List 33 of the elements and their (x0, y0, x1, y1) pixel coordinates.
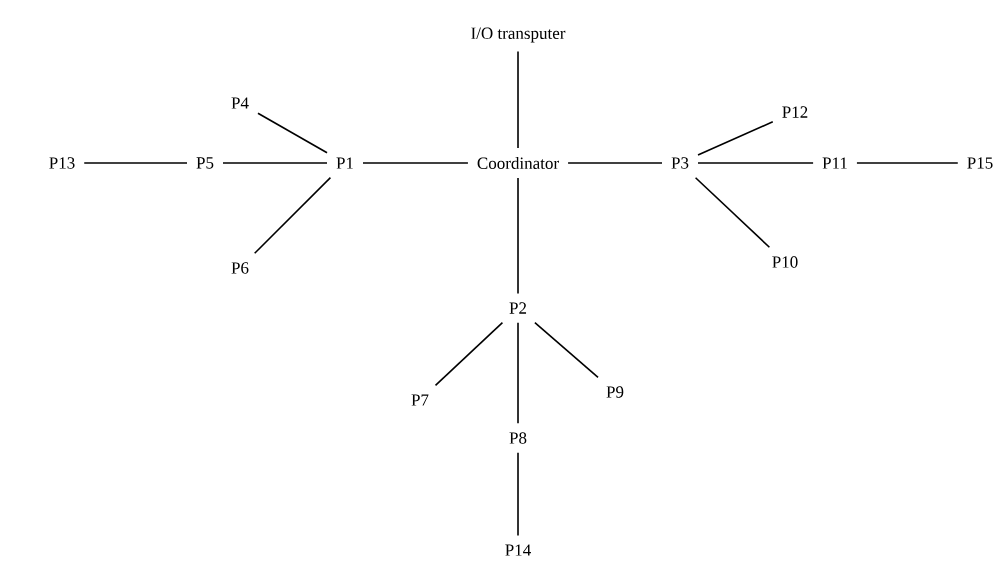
node-label: P7 (411, 394, 429, 406)
node-label: P5 (196, 157, 214, 169)
connector-line (567, 162, 663, 164)
connector-line (253, 176, 332, 255)
connector-line (222, 162, 328, 164)
connector-line (362, 162, 469, 164)
connector-line (856, 162, 959, 164)
node-label: P14 (505, 544, 531, 556)
node-label: P1 (336, 157, 353, 169)
node-label: P13 (49, 157, 75, 169)
node-label: I/O transputer (471, 27, 566, 43)
node-label: P6 (231, 262, 249, 274)
node-label: Coordinator (477, 157, 559, 169)
connector-line (257, 112, 328, 154)
node-label: P2 (509, 302, 527, 314)
node-label: P11 (822, 157, 847, 169)
connector-line (83, 162, 188, 164)
connector-line (697, 162, 814, 164)
connector-line (697, 121, 774, 156)
connector-line (517, 321, 519, 425)
connector-line (534, 321, 599, 379)
node-label: P8 (509, 432, 527, 444)
connector-line (517, 177, 519, 295)
node-label: P12 (782, 106, 808, 118)
node-label: P10 (772, 256, 798, 268)
node-label: P4 (231, 97, 249, 109)
connector-line (434, 321, 504, 387)
node-label: P3 (671, 157, 689, 169)
connector-line (517, 451, 519, 537)
node-label: P15 (967, 157, 993, 169)
connector-line (517, 50, 519, 149)
connector-line (694, 176, 771, 249)
node-label: P9 (606, 386, 624, 398)
